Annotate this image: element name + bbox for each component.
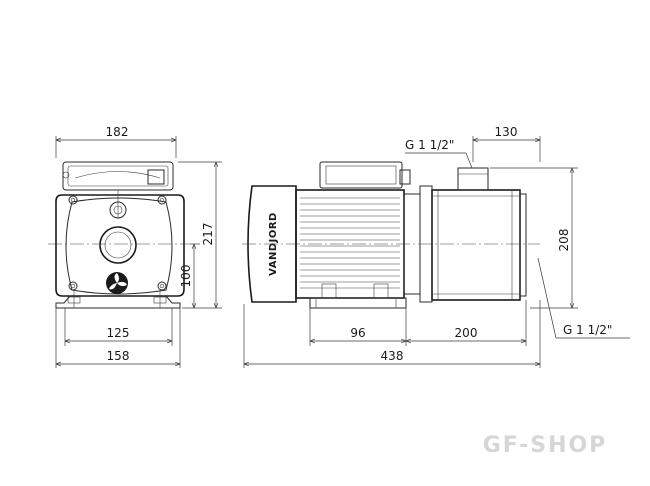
dim-foot-to-end: 200 [455, 326, 478, 340]
front-view [48, 161, 190, 309]
dim-front-height: 217 [201, 223, 215, 246]
dim-foot-offset: 96 [350, 326, 365, 340]
dim-foot-spacing: 125 [107, 326, 130, 340]
label-inlet-thread: G 1 1/2" [563, 323, 612, 337]
dim-front-width: 182 [106, 125, 129, 139]
impeller-logo [106, 272, 128, 294]
dim-outlet-offset: 130 [495, 125, 518, 139]
front-dimensions: 182 217 100 125 158 [55, 125, 222, 368]
side-dimensions: G 1 1/2" 130 208 96 200 438 G 1 1/2" [243, 125, 630, 368]
cooling-fins [300, 197, 400, 289]
side-view: VANDJORD [242, 161, 540, 309]
label-outlet-thread: G 1 1/2" [405, 138, 454, 152]
dim-foot-width: 158 [107, 349, 130, 363]
dim-axis-height: 100 [179, 265, 193, 288]
dim-total-length: 438 [381, 349, 404, 363]
dim-side-height: 208 [557, 229, 571, 252]
watermark: GF-SHOP [483, 433, 608, 458]
